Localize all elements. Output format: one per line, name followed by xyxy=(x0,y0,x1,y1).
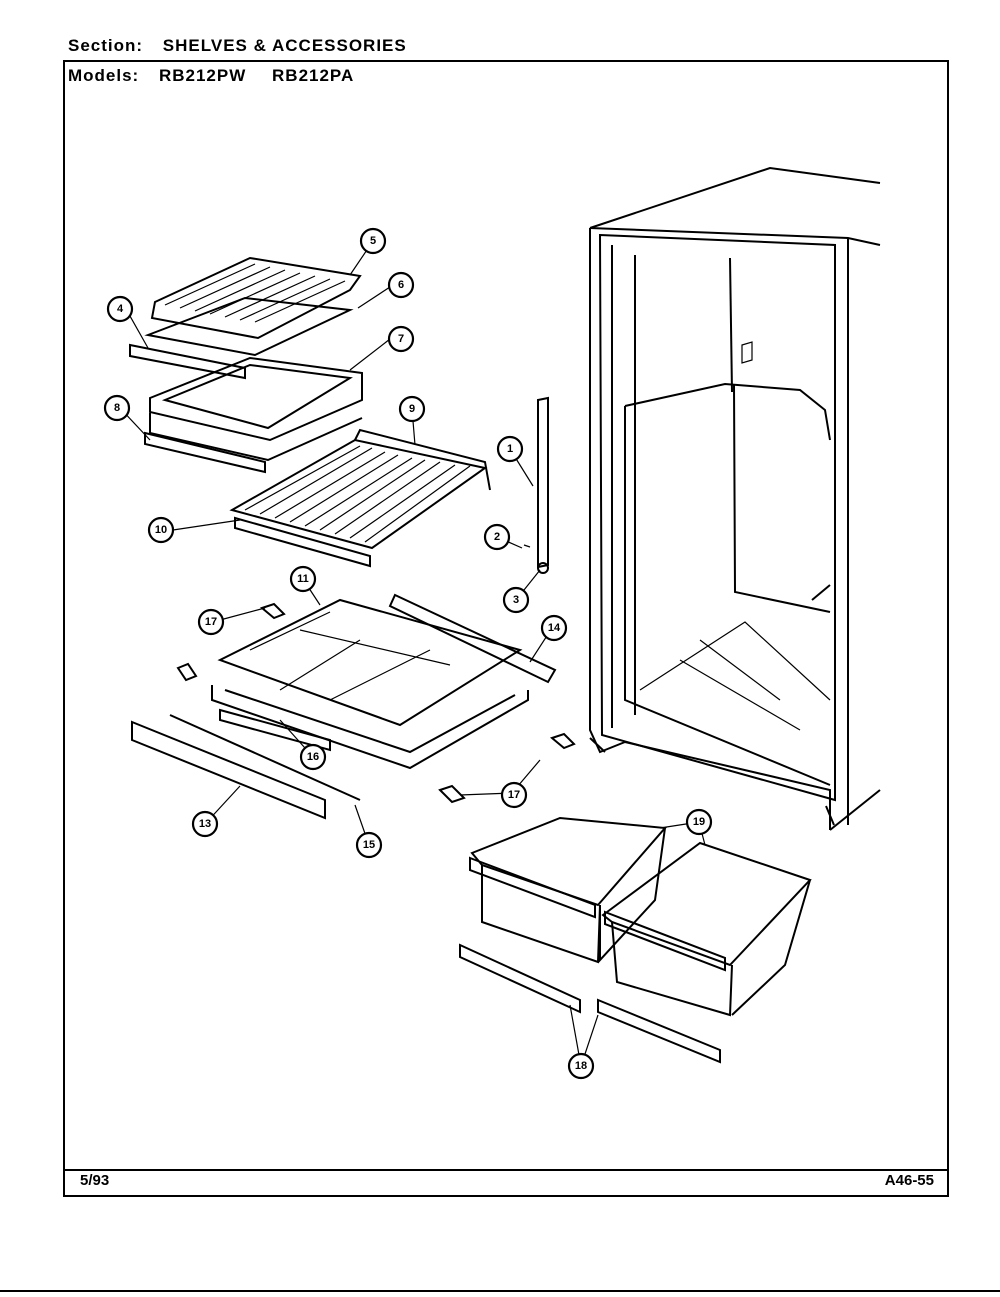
callout-10: 10 xyxy=(147,516,175,544)
callout-number: 6 xyxy=(398,279,404,291)
crisper-pans xyxy=(459,816,812,1064)
callout-14: 14 xyxy=(540,614,568,642)
callout-number: 19 xyxy=(693,816,705,828)
callout-number: 13 xyxy=(199,818,211,830)
callout-3: 3 xyxy=(502,586,530,614)
callout-7: 7 xyxy=(387,325,415,353)
callout-8: 8 xyxy=(103,394,131,422)
callout-2: 2 xyxy=(483,523,511,551)
callout-number: 2 xyxy=(494,531,500,543)
revision-date: 5/93 xyxy=(80,1172,110,1189)
footer-divider xyxy=(63,1169,949,1171)
callout-4: 4 xyxy=(106,295,134,323)
model-number: RB212PW xyxy=(158,66,247,85)
section-heading: Section: SHELVES & ACCESSORIES xyxy=(68,36,407,56)
refrigerator-cabinet xyxy=(589,166,881,831)
crisper-cover-assembly xyxy=(131,593,576,820)
callout-number: 3 xyxy=(513,594,519,606)
callout-number: 11 xyxy=(297,573,309,585)
page-code: A46-55 xyxy=(884,1172,934,1189)
wire-shelf xyxy=(229,428,491,568)
callout-number: 5 xyxy=(370,235,376,247)
upper-shelf-assembly xyxy=(129,256,363,474)
section-label: Section: xyxy=(68,36,144,55)
callout-1: 1 xyxy=(496,435,524,463)
page-bottom-rule xyxy=(0,1290,1000,1292)
door-rail xyxy=(523,396,549,574)
callout-number: 4 xyxy=(117,303,124,315)
callout-5: 5 xyxy=(359,227,387,255)
callout-11: 11 xyxy=(289,565,317,593)
callout-19: 19 xyxy=(685,808,713,836)
callout-number: 9 xyxy=(409,403,415,415)
callout-17: 17 xyxy=(500,781,528,809)
diagram-frame xyxy=(63,60,949,1197)
callout-number: 1 xyxy=(507,443,513,455)
callout-number: 8 xyxy=(114,402,120,414)
callout-number: 16 xyxy=(307,751,319,763)
callout-6: 6 xyxy=(387,271,415,299)
callout-15: 15 xyxy=(355,831,383,859)
callout-number: 18 xyxy=(575,1060,587,1072)
callout-number: 15 xyxy=(363,839,375,851)
section-title: SHELVES & ACCESSORIES xyxy=(162,36,407,55)
callout-18: 18 xyxy=(567,1052,595,1080)
callout-9: 9 xyxy=(398,395,426,423)
callout-16: 16 xyxy=(299,743,327,771)
callout-17: 17 xyxy=(197,608,225,636)
model-number: RB212PA xyxy=(272,66,355,85)
callout-number: 7 xyxy=(398,333,404,345)
callout-number: 14 xyxy=(548,622,561,634)
callout-number: 17 xyxy=(508,789,520,801)
callout-13: 13 xyxy=(191,810,219,838)
callout-number: 17 xyxy=(205,616,217,628)
models-heading: Models: RB212PW RB212PA xyxy=(68,66,374,86)
callout-number: 10 xyxy=(155,524,167,536)
models-label: Models: xyxy=(68,66,140,85)
